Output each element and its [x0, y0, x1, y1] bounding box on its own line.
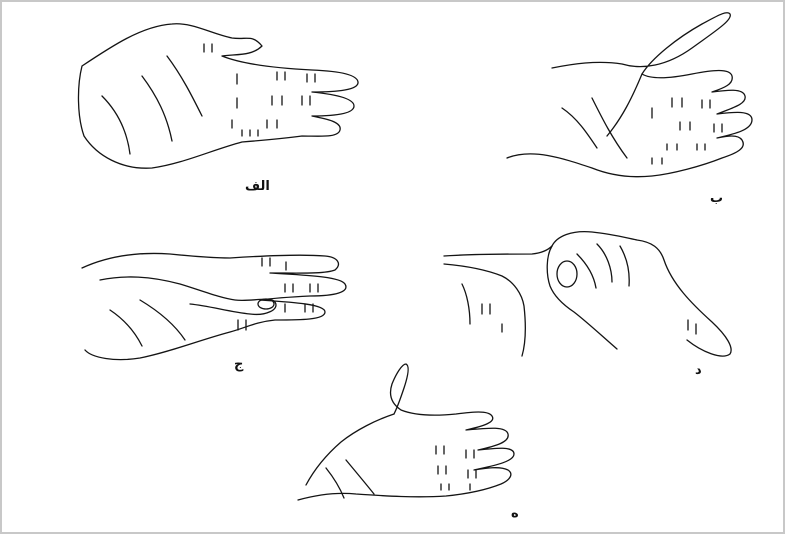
label-d: د — [695, 364, 702, 377]
label-a: الف — [245, 180, 270, 193]
hand-illustration-d — [442, 224, 742, 364]
hand-illustration-a — [72, 16, 372, 186]
label-b: ب — [710, 192, 723, 205]
hand-illustration-c — [80, 240, 360, 370]
hand-illustration-e — [296, 360, 526, 510]
hand-illustration-b — [502, 8, 762, 188]
label-e: ه — [511, 507, 519, 520]
label-c: ج — [234, 358, 243, 371]
